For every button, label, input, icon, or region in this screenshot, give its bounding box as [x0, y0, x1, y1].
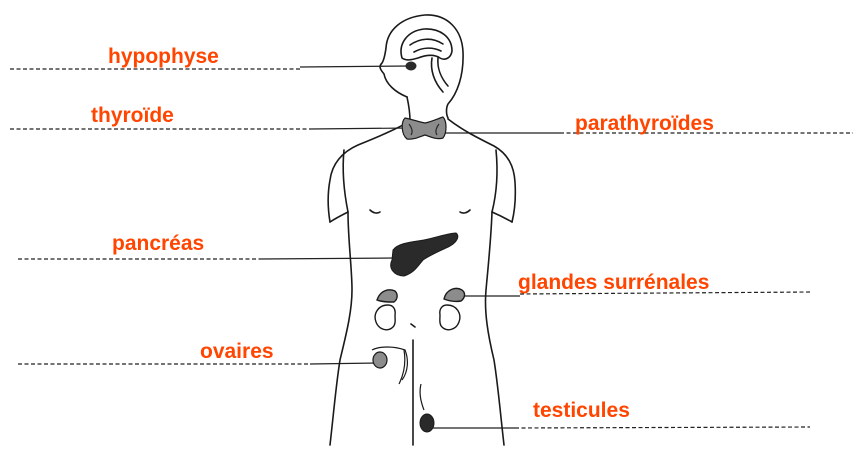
adrenal-left	[377, 290, 397, 302]
hypophyse-pointer-line	[300, 66, 410, 67]
arm-right-crease	[492, 150, 497, 212]
torso-right	[448, 119, 515, 445]
label-testicules: testicules	[533, 400, 630, 421]
pancreas-organ	[391, 233, 458, 276]
body-outline	[328, 15, 515, 445]
torso-left	[328, 121, 410, 445]
chest-mark-left	[370, 210, 380, 213]
kidney-left	[375, 290, 397, 330]
label-ovaires: ovaires	[200, 341, 274, 362]
chest-mark-right	[460, 210, 470, 213]
brain-fold-2	[414, 48, 441, 52]
ovary-organs	[372, 347, 407, 384]
brainstem-2	[438, 58, 448, 86]
label-pancreas: pancréas	[112, 233, 204, 254]
brain-outline	[401, 29, 452, 60]
arm-left-inner	[330, 212, 348, 222]
label-hypophyse: hypophyse	[108, 46, 219, 67]
ovaires-pointer-line	[310, 363, 378, 364]
glands	[372, 62, 465, 433]
label-parathyroides: parathyroïdes	[575, 113, 714, 134]
adrenal-right	[444, 288, 465, 301]
ovary	[373, 352, 387, 368]
testicule-organ	[420, 414, 434, 432]
thyroid-gland	[402, 117, 446, 139]
testicules-dashed-line	[515, 427, 810, 428]
kidney-right	[440, 288, 465, 329]
arm-left-crease	[343, 150, 348, 212]
testicule-cord	[420, 384, 424, 410]
arm-right-inner	[492, 212, 512, 222]
neck-left	[407, 97, 410, 121]
pancreas-pointer-line	[260, 258, 395, 259]
brain-fold-1	[410, 39, 443, 45]
hypophyse-gland	[406, 62, 417, 71]
label-glandes-surrenales: glandes surrénales	[518, 272, 709, 293]
label-thyroide: thyroïde	[91, 105, 174, 126]
navel	[411, 324, 415, 327]
